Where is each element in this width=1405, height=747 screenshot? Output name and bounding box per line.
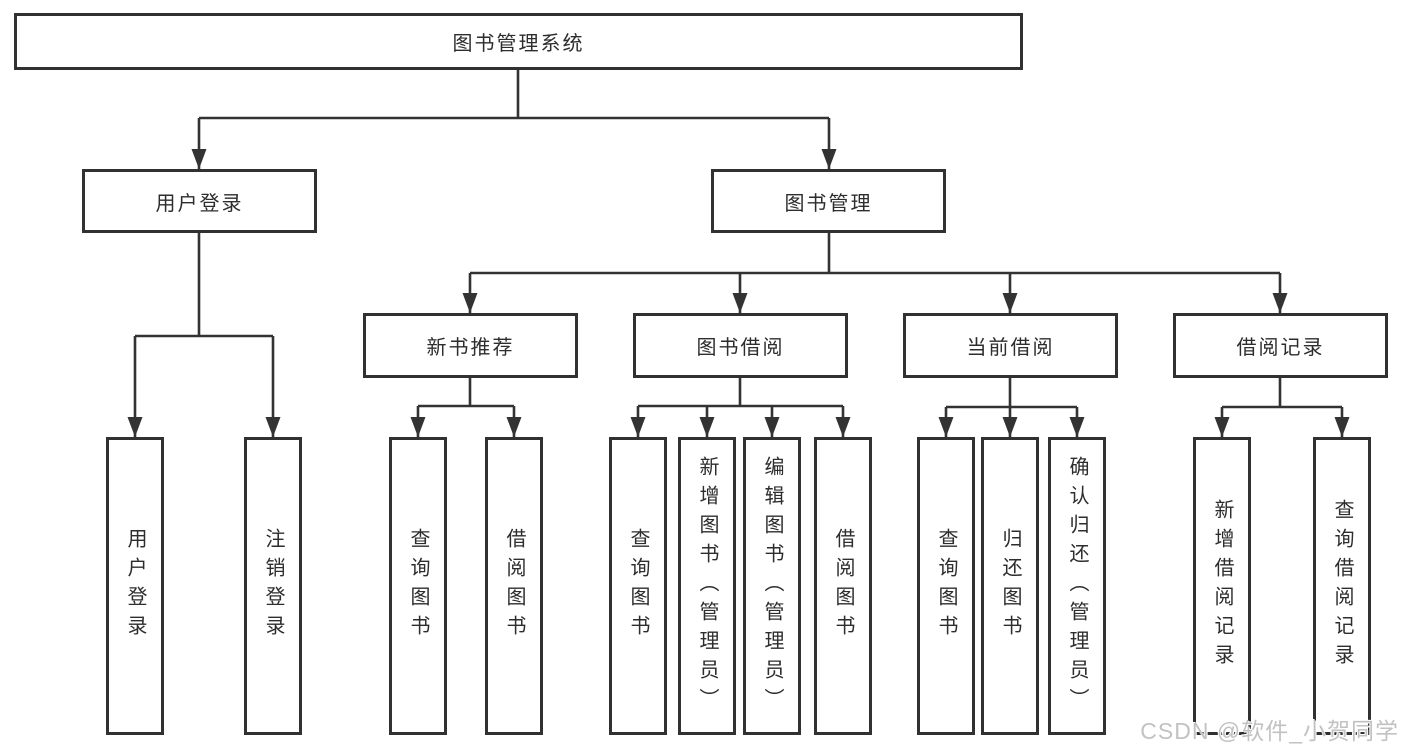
connector-user-login-to-children: [127, 233, 281, 437]
leaf-query-books-current: 查询图书: [917, 437, 975, 735]
node-current-borrow-label: 当前借阅: [966, 337, 1055, 359]
leaf-add-book-admin: 新增图书（管理员）: [678, 437, 736, 735]
arrowhead: [1002, 293, 1018, 313]
leaf-borrow-books-label: 借阅图书: [832, 528, 854, 644]
leaf-query-borrow-record: 查询借阅记录: [1313, 437, 1371, 735]
leaf-edit-book-admin: 编辑图书（管理员）: [743, 437, 801, 735]
arrowhead: [630, 417, 646, 437]
leaf-query-books-current-label: 查询图书: [935, 528, 957, 644]
leaf-borrow-books-recommend: 借阅图书: [485, 437, 543, 735]
connector-borrow-records-to-children: [1214, 378, 1350, 437]
leaf-return-book: 归还图书: [981, 437, 1039, 735]
leaf-logout: 注销登录: [244, 437, 302, 735]
leaf-user-login-label: 用户登录: [124, 528, 146, 644]
node-root-label: 图书管理系统: [452, 33, 585, 55]
leaf-user-login: 用户登录: [106, 437, 164, 735]
leaf-add-borrow-record-label: 新增借阅记录: [1211, 499, 1233, 673]
leaf-query-books-recommend: 查询图书: [389, 437, 447, 735]
node-borrow-records-label: 借阅记录: [1236, 337, 1325, 359]
arrowhead: [191, 149, 207, 169]
arrowhead: [764, 417, 780, 437]
leaf-edit-book-admin-label: 编辑图书（管理员）: [761, 455, 783, 717]
connector-book-borrow-to-children: [630, 378, 851, 437]
node-new-book-recommend: 新书推荐: [363, 313, 578, 378]
leaf-add-borrow-record: 新增借阅记录: [1193, 437, 1251, 735]
connector-book-management-to-level3: [462, 233, 1288, 313]
leaf-confirm-return-admin: 确认归还（管理员）: [1048, 437, 1106, 735]
arrowhead: [127, 417, 143, 437]
node-current-borrow: 当前借阅: [903, 313, 1118, 378]
connector-root-to-level2: [191, 70, 837, 169]
leaf-query-books-borrow: 查询图书: [609, 437, 667, 735]
leaf-borrow-books: 借阅图书: [814, 437, 872, 735]
arrowhead: [1069, 417, 1085, 437]
node-book-borrow-label: 图书借阅: [696, 337, 785, 359]
node-book-management-label: 图书管理: [784, 192, 873, 215]
leaf-borrow-books-recommend-label: 借阅图书: [503, 528, 525, 644]
arrowhead: [938, 417, 954, 437]
arrowhead: [410, 417, 426, 437]
leaf-add-book-admin-label: 新增图书（管理员）: [696, 455, 718, 717]
leaf-query-books-borrow-label: 查询图书: [627, 528, 649, 644]
node-user-login-label: 用户登录: [155, 192, 244, 215]
connector-current-borrow-to-children: [938, 378, 1085, 437]
node-book-borrow: 图书借阅: [633, 313, 848, 378]
arrowhead: [1272, 293, 1288, 313]
csdn-watermark: CSDN @软件_小贺同学: [1140, 718, 1399, 744]
arrowhead: [1334, 417, 1350, 437]
node-root: 图书管理系统: [14, 13, 1023, 70]
leaf-query-books-recommend-label: 查询图书: [407, 528, 429, 644]
connector-new-book-recommend-to-children: [410, 378, 522, 437]
node-borrow-records: 借阅记录: [1173, 313, 1388, 378]
arrowhead: [835, 417, 851, 437]
leaf-return-book-label: 归还图书: [999, 528, 1021, 644]
leaf-logout-label: 注销登录: [262, 528, 284, 644]
node-new-book-recommend-label: 新书推荐: [426, 337, 515, 359]
node-user-login: 用户登录: [82, 169, 317, 233]
arrowhead: [732, 293, 748, 313]
arrowhead: [1214, 417, 1230, 437]
node-book-management: 图书管理: [711, 169, 946, 233]
leaf-confirm-return-admin-label: 确认归还（管理员）: [1066, 455, 1088, 717]
arrowhead: [1002, 417, 1018, 437]
arrowhead: [699, 417, 715, 437]
leaf-query-borrow-record-label: 查询借阅记录: [1331, 499, 1353, 673]
arrowhead: [506, 417, 522, 437]
arrowhead: [265, 417, 281, 437]
arrowhead: [821, 149, 837, 169]
arrowhead: [462, 293, 478, 313]
